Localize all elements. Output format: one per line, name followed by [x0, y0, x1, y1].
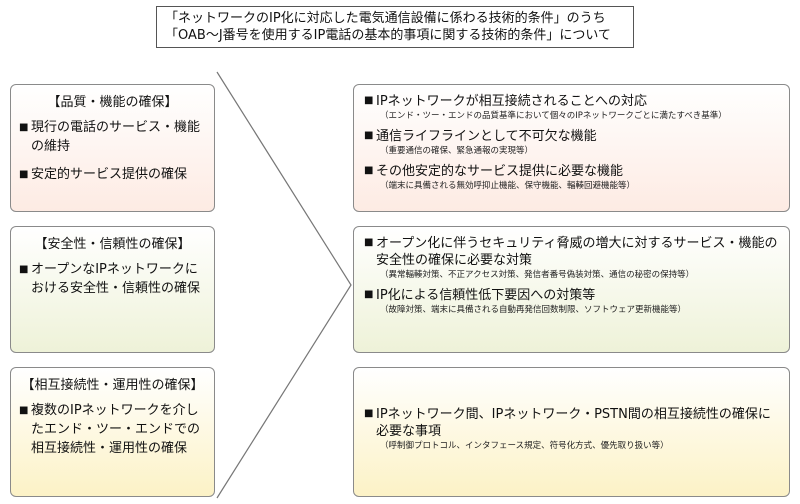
- bullet-icon: ■: [364, 165, 374, 176]
- bullet-icon: ■: [19, 264, 29, 275]
- bullet-icon: ■: [364, 130, 374, 141]
- bullet-icon: ■: [19, 122, 29, 133]
- item-main: IPネットワークが相互接続されることへの対応: [376, 94, 648, 109]
- list-item: ■ オープンなIPネットワークにおける安全性・信頼性の確保: [19, 260, 206, 298]
- item-sub: （呼制御プロトコル、インタフェース規定、符号化方式、優先取り扱い等）: [380, 441, 669, 451]
- right-box-interconnect: ■ IPネットワーク間、IPネットワーク・PSTN間の相互接続性の確保に必要な事…: [353, 367, 790, 497]
- chevron-right-icon: [216, 71, 352, 499]
- list-item: ■ IP化による信頼性低下要因への対策等 （故障対策、端末に具備される自動再発信…: [364, 287, 779, 316]
- item-sub: （重要通信の確保、緊急通報の実現等）: [380, 146, 534, 156]
- list-item: ■ 複数のIPネットワークを介したエンド・ツー・エンドでの相互接続性・運用性の確…: [19, 401, 206, 458]
- title-line-1: 「ネットワークのIP化に対応した電気通信設備に係わる技術的条件」のうち: [165, 11, 606, 26]
- list-item-text: 複数のIPネットワークを介したエンド・ツー・エンドでの相互接続性・運用性の確保: [31, 403, 201, 456]
- box-heading: 【品質・機能の確保】: [47, 95, 178, 110]
- list-item-text: 安定的サービス提供の確保: [31, 167, 188, 182]
- list-item-text: 現行の電話のサービス・機能の維持: [31, 120, 201, 154]
- list-item: ■ その他安定的なサービス提供に必要な機能 （端末に具備される無効呼抑止機能、保…: [364, 163, 779, 192]
- item-sub: （端末に具備される無効呼抑止機能、保守機能、輻輳回避機能等）: [380, 181, 636, 191]
- bullet-icon: ■: [364, 237, 374, 248]
- bullet-icon: ■: [19, 169, 29, 180]
- list-item: ■ 通信ライフラインとして不可欠な機能 （重要通信の確保、緊急通報の実現等）: [364, 128, 779, 157]
- bullet-icon: ■: [364, 408, 374, 419]
- item-main: その他安定的なサービス提供に必要な機能: [376, 164, 624, 179]
- list-item: ■ IPネットワークが相互接続されることへの対応 （エンド・ツー・エンドの品質基…: [364, 93, 779, 122]
- box-heading: 【安全性・信頼性の確保】: [34, 237, 191, 252]
- list-item: ■ オープン化に伴うセキュリティ脅威の増大に対するサービス・機能の安全性の確保に…: [364, 235, 779, 281]
- bullet-icon: ■: [19, 405, 29, 416]
- item-sub: （異常輻輳対策、不正アクセス対策、発信者番号偽装対策、通信の秘密の保持等）: [380, 270, 695, 280]
- right-box-quality: ■ IPネットワークが相互接続されることへの対応 （エンド・ツー・エンドの品質基…: [353, 84, 790, 212]
- item-sub: （故障対策、端末に具備される自動再発信回数制限、ソフトウェア更新機能等）: [380, 305, 687, 315]
- item-main: オープン化に伴うセキュリティ脅威の増大に対するサービス・機能の安全性の確保に必要…: [376, 236, 778, 268]
- list-item: ■ 現行の電話のサービス・機能の維持: [19, 118, 206, 156]
- box-heading: 【相互接続性・運用性の確保】: [21, 378, 204, 393]
- left-box-safety: 【安全性・信頼性の確保】 ■ オープンなIPネットワークにおける安全性・信頼性の…: [10, 226, 215, 353]
- left-box-interconnect: 【相互接続性・運用性の確保】 ■ 複数のIPネットワークを介したエンド・ツー・エ…: [10, 367, 215, 497]
- item-main: IPネットワーク間、IPネットワーク・PSTN間の相互接続性の確保に必要な事項: [376, 407, 771, 439]
- title-line-2: 「OAB〜J番号を使用するIP電話の基本的事項に関する技術的条件」について: [165, 28, 611, 43]
- list-item: ■ IPネットワーク間、IPネットワーク・PSTN間の相互接続性の確保に必要な事…: [364, 406, 779, 452]
- item-sub: （エンド・ツー・エンドの品質基準において個々のIPネットワークごとに満たすべき基…: [380, 111, 727, 121]
- title-box: 「ネットワークのIP化に対応した電気通信設備に係わる技術的条件」のうち 「OAB…: [156, 6, 634, 48]
- right-box-safety: ■ オープン化に伴うセキュリティ脅威の増大に対するサービス・機能の安全性の確保に…: [353, 226, 790, 353]
- item-main: 通信ライフラインとして不可欠な機能: [376, 129, 597, 144]
- list-item: ■ 安定的サービス提供の確保: [19, 165, 206, 184]
- item-main: IP化による信頼性低下要因への対策等: [376, 288, 596, 303]
- bullet-icon: ■: [364, 95, 374, 106]
- bullet-icon: ■: [364, 289, 374, 300]
- left-box-quality: 【品質・機能の確保】 ■ 現行の電話のサービス・機能の維持 ■ 安定的サービス提…: [10, 84, 215, 212]
- list-item-text: オープンなIPネットワークにおける安全性・信頼性の確保: [31, 262, 201, 296]
